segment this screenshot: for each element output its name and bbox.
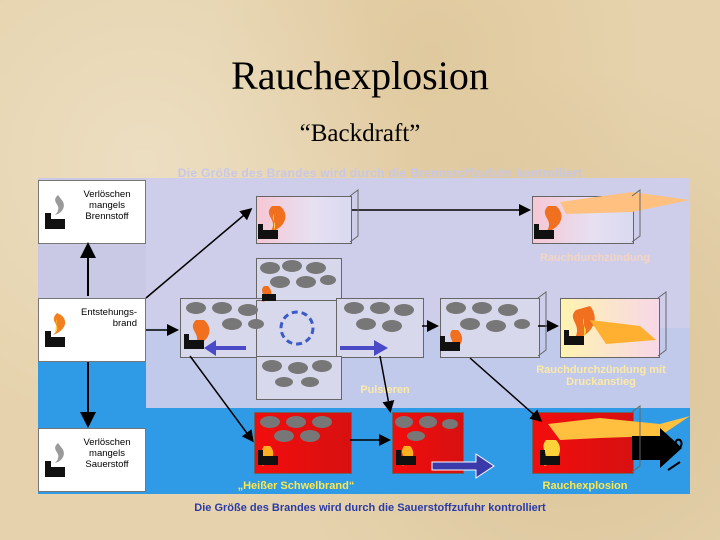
chair-fire-icon <box>45 195 65 229</box>
pulsing-label: Pulsieren <box>360 384 410 396</box>
arrow-to-growing-fire <box>145 208 253 299</box>
extinguish-oxygen-box: Verlöschen mangels Sauerstoff <box>38 428 146 492</box>
air-arrow-backdraft <box>431 453 495 479</box>
pressure-flashover-label: Rauchdurchzündung mit Druckanstieg <box>536 364 666 388</box>
air-arrow-right <box>340 340 388 356</box>
flashover-label: Rauchdurchzündung <box>540 252 650 264</box>
hot-smoulder-label: „Heißer Schwelbrand“ <box>237 480 355 492</box>
room-edges <box>349 189 667 473</box>
arrow-to-backdraft <box>469 357 543 422</box>
chair-fire-icon <box>45 313 66 347</box>
explosion-push-arrow <box>632 428 682 468</box>
fuel-control-caption: Die Größe des Brandes wird durch die Bre… <box>177 166 583 180</box>
arrow-to-hot-smoulder <box>189 355 254 443</box>
backdraft-label: Rauchexplosion <box>542 480 628 492</box>
extinguish-fuel-label: Verlöschen mangels Brennstoff <box>83 189 131 222</box>
initial-fire-box: Entstehungs-brand <box>38 298 146 362</box>
pulsing-cycle-icon <box>279 310 315 346</box>
extinguish-fuel-box: Verlöschen mangels Brennstoff <box>38 180 146 244</box>
oxygen-control-caption: Die Größe des Brandes wird durch die Sau… <box>194 502 546 514</box>
extinguish-oxygen-label: Verlöschen mangels Sauerstoff <box>83 437 131 470</box>
arrow-smoke-to-smoulder <box>379 355 395 413</box>
blown-person-icon <box>667 438 683 471</box>
air-arrow-left <box>204 340 246 356</box>
chair-icons <box>184 224 584 465</box>
slide-subtitle: “Backdraft” <box>299 120 421 147</box>
slide-title: Rauchexplosion <box>231 53 489 98</box>
smoke-clouds <box>186 260 530 442</box>
chair-fire-icon <box>45 443 65 477</box>
initial-fire-label: Entstehungs-brand <box>81 307 137 329</box>
